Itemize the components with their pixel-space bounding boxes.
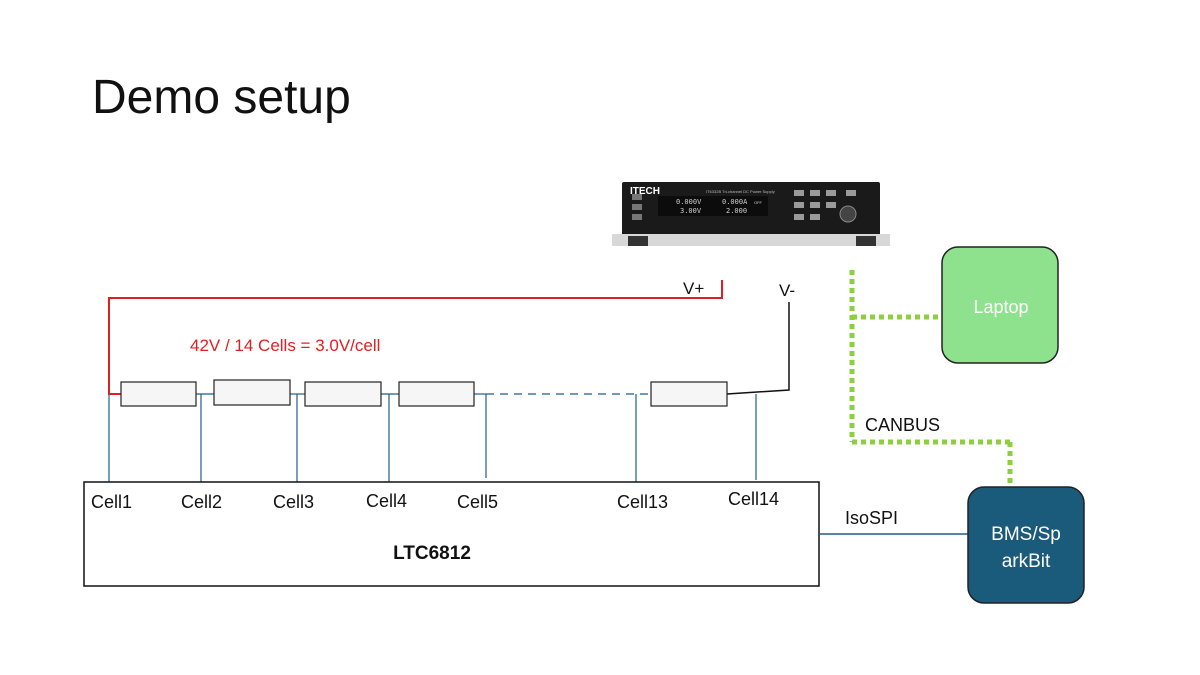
display-ch2-line1: 0.000A: [722, 198, 748, 206]
cell-resistor: [650, 381, 728, 407]
power-supply-model: IT6332B Tri-channel DC Power Supply: [706, 189, 775, 194]
cell-label: Cell14: [728, 489, 779, 509]
canbus-links: [849, 270, 1013, 486]
cell-label: Cell3: [273, 492, 314, 512]
vplus-label: V+: [683, 279, 704, 298]
display-ch1-line2: 3.00V: [680, 207, 702, 215]
cell-labels: Cell1 Cell2 Cell3 Cell4 Cell5 Cell13 Cel…: [91, 489, 779, 512]
power-supply-key: [632, 214, 642, 220]
canbus-label: CANBUS: [865, 415, 940, 435]
power-supply-foot: [856, 236, 876, 246]
power-supply-base: [612, 234, 890, 246]
bms-node: [967, 486, 1085, 604]
cell-label: Cell13: [617, 492, 668, 512]
power-supply-brand: ITECH: [630, 186, 660, 197]
display-status: OFF: [754, 200, 763, 205]
power-supply: ITECH IT6332B Tri-channel DC Power Suppl…: [612, 182, 890, 246]
chip-label: LTC6812: [393, 543, 471, 564]
cell-resistor: [213, 379, 291, 406]
bms-label-line1: BMS/Sp: [991, 524, 1061, 545]
negative-wire: [726, 302, 790, 395]
power-supply-display: [658, 196, 768, 216]
power-supply-knob: [839, 205, 857, 223]
display-ch1-line1: 0.000V: [676, 198, 702, 206]
cell-tap-wires: [108, 394, 757, 482]
ltc6812-chip: [83, 481, 820, 587]
cell-resistor: [398, 381, 475, 407]
display-ch2-line2: 2.000: [726, 207, 747, 215]
cell-resistor: [304, 381, 382, 407]
cell-label: Cell1: [91, 492, 132, 512]
cell-label: Cell4: [366, 491, 407, 511]
cell-label: Cell2: [181, 492, 222, 512]
power-supply-key: [632, 204, 642, 210]
isospi-label: IsoSPI: [845, 508, 898, 528]
power-supply-key: [632, 194, 642, 200]
cell-label: Cell5: [457, 492, 498, 512]
power-supply-keypad: [794, 190, 856, 220]
vminus-label: V-: [779, 281, 795, 300]
page-title: Demo setup: [92, 71, 351, 124]
laptop-node: [941, 246, 1059, 364]
bms-label-line2: arkBit: [1002, 551, 1051, 572]
cell-resistors: [120, 379, 728, 407]
cell-resistor: [120, 381, 197, 407]
laptop-label: Laptop: [973, 297, 1028, 317]
positive-wire: [108, 280, 723, 395]
voltage-per-cell-annotation: 42V / 14 Cells = 3.0V/cell: [190, 336, 380, 355]
power-supply-foot: [628, 236, 648, 246]
